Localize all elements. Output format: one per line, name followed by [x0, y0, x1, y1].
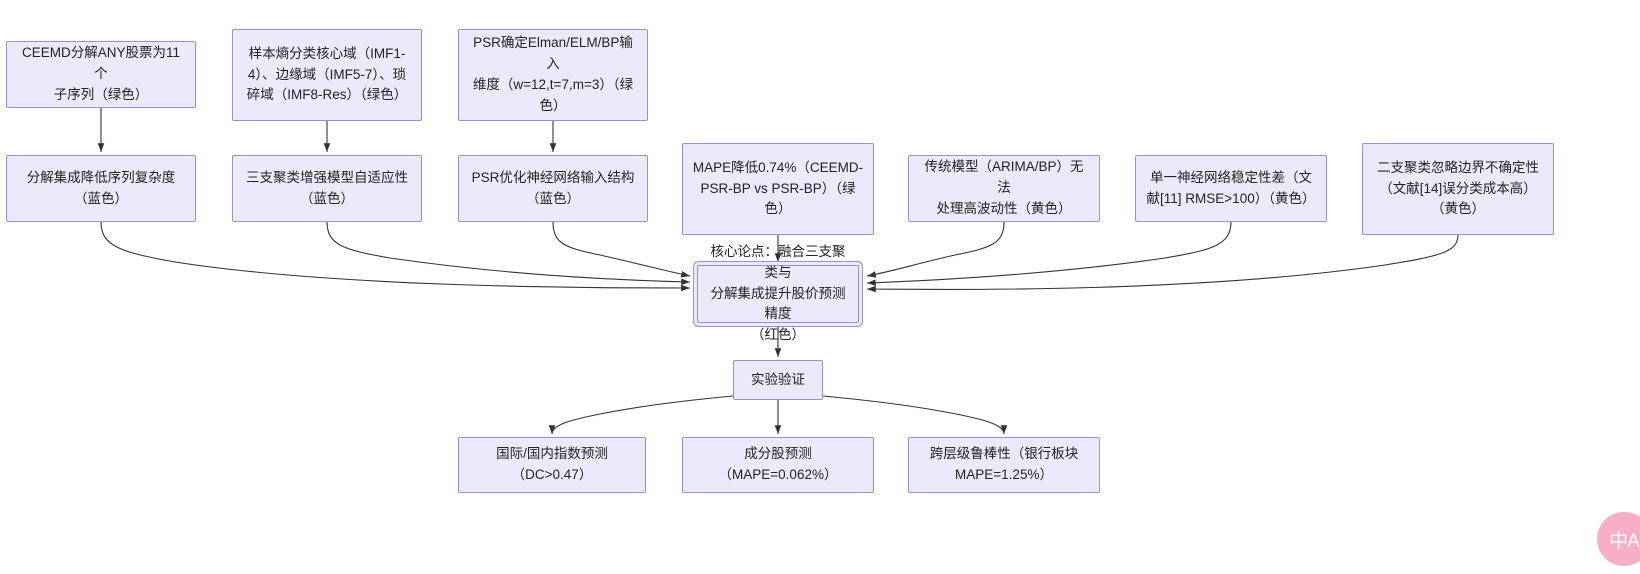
node-label: CEEMD分解ANY股票为11个 子序列（绿色） — [21, 45, 181, 102]
node-label: 三支聚类增强模型自适应性 （蓝色） — [246, 169, 408, 206]
node-result-index-forecast[interactable]: 国际/国内指数预测 （DC>0.47） — [458, 437, 646, 493]
node-two-way-clustering-gap[interactable]: 二支聚类忽略边界不确定性 （文献[14]误分类成本高） （黄色） — [1362, 143, 1554, 235]
edge-n4-core — [100, 221, 691, 292]
node-psr-input-dimension[interactable]: PSR确定Elman/ELM/BP输入 维度（w=12,t=7,m=3）（绿 色… — [458, 29, 648, 121]
node-three-way-clustering-adaptivity[interactable]: 三支聚类增强模型自适应性 （蓝色） — [232, 155, 422, 222]
node-psr-optimizes-network-structure[interactable]: PSR优化神经网络输入结构 （蓝色） — [458, 155, 648, 222]
edge-n6-core — [552, 221, 691, 278]
node-single-network-instability-gap[interactable]: 单一神经网络稳定性差（文 献[11] RMSE>100）（黄色） — [1135, 155, 1327, 222]
node-traditional-models-gap[interactable]: 传统模型（ARIMA/BP）无法 处理高波动性（黄色） — [908, 155, 1100, 222]
node-label: 样本熵分类核心域（IMF1- 4）、边缘域（IMF5-7）、琐 碎域（IMF8-… — [246, 45, 408, 103]
node-experimental-validation[interactable]: 实验验证 — [733, 360, 823, 400]
edge-n9-core — [866, 221, 1232, 286]
node-label: 二支聚类忽略边界不确定性 （文献[14]误分类成本高） （黄色） — [1377, 159, 1539, 217]
node-label: 单一神经网络稳定性差（文 献[11] RMSE>100）（黄色） — [1146, 169, 1316, 206]
edge-n10-core — [866, 234, 1459, 293]
node-label: PSR确定Elman/ELM/BP输入 维度（w=12,t=7,m=3）（绿 色… — [472, 35, 634, 113]
node-label: MAPE降低0.74%（CEEMD- PSR-BP vs PSR-BP）（绿 色… — [692, 159, 864, 217]
edge-n11-n14 — [822, 395, 1008, 435]
node-mape-reduction-evidence[interactable]: MAPE降低0.74%（CEEMD- PSR-BP vs PSR-BP）（绿 色… — [682, 143, 874, 235]
edge-n5-core — [326, 221, 691, 286]
node-label: 跨层级鲁棒性（银行板块 MAPE=1.25%） — [929, 446, 1079, 482]
node-result-cross-level-robustness[interactable]: 跨层级鲁棒性（银行板块 MAPE=1.25%） — [908, 437, 1100, 493]
node-label: 分解集成降低序列复杂度 （蓝色） — [26, 169, 176, 206]
edge-n11-n12 — [548, 395, 734, 435]
edge-n8-core — [866, 221, 1005, 278]
node-core-thesis[interactable]: 核心论点：融合三支聚类与 分解集成提升股价预测精度 （红色） — [697, 244, 859, 342]
node-label: 核心论点：融合三支聚类与 分解集成提升股价预测精度 （红色） — [710, 243, 846, 343]
node-label: PSR优化神经网络输入结构 （蓝色） — [471, 169, 635, 206]
node-ceemd-decomposition[interactable]: CEEMD分解ANY股票为11个 子序列（绿色） — [6, 41, 196, 108]
node-result-constituent-stock-forecast[interactable]: 成分股预测 （MAPE=0.062%） — [682, 437, 874, 493]
watermark-badge: 中A — [1597, 512, 1640, 566]
node-sample-entropy-domains[interactable]: 样本熵分类核心域（IMF1- 4）、边缘域（IMF5-7）、琐 碎域（IMF8-… — [232, 29, 422, 121]
node-label: 成分股预测 （MAPE=0.062%） — [718, 446, 838, 482]
node-decomposition-reduces-complexity[interactable]: 分解集成降低序列复杂度 （蓝色） — [6, 155, 196, 222]
node-label: 国际/国内指数预测 （DC>0.47） — [496, 446, 608, 482]
node-label: 实验验证 — [751, 371, 805, 387]
watermark-label: 中A — [1609, 530, 1640, 552]
node-label: 传统模型（ARIMA/BP）无法 处理高波动性（黄色） — [924, 159, 1084, 216]
